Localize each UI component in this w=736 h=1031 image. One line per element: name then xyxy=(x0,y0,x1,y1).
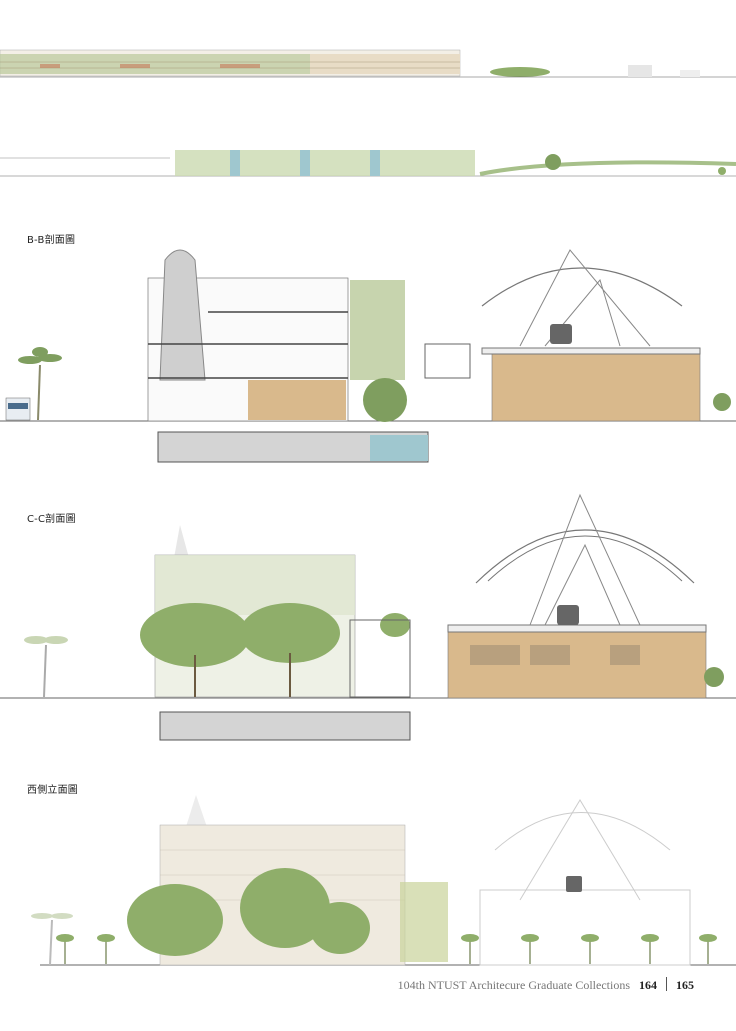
page-separator xyxy=(666,977,667,991)
page-number-left: 164 xyxy=(639,978,657,992)
section-title-cc: C-C剖面圖 xyxy=(27,514,76,525)
section-bb-drawing xyxy=(0,249,736,463)
long-elevation-strip-1 xyxy=(0,49,736,78)
section-title-bb: B-B剖面圖 xyxy=(27,235,76,246)
section-cc-drawing xyxy=(0,493,736,741)
collection-title: 104th NTUST Architecure Graduate Collect… xyxy=(397,978,630,992)
page-footer: 104th NTUST Architecure Graduate Collect… xyxy=(398,977,694,993)
page-number-right: 165 xyxy=(676,978,694,992)
long-elevation-strip-2 xyxy=(0,150,736,177)
section-title-west: 西側立面圖 xyxy=(27,785,78,796)
west-elevation-drawing xyxy=(31,795,736,966)
